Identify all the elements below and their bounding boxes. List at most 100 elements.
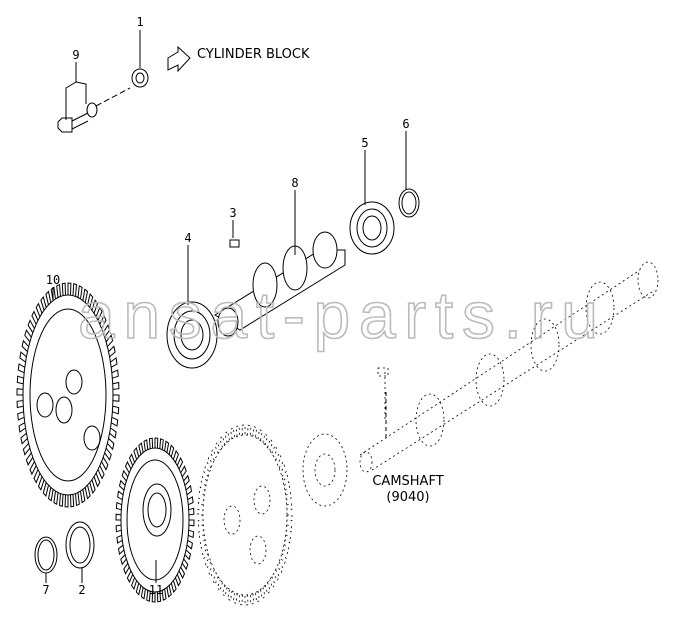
gear-tooth <box>109 427 117 439</box>
gear-tooth <box>174 574 182 587</box>
gear-tooth <box>156 591 162 603</box>
gear-tooth <box>91 299 99 314</box>
snap-ring-6 <box>398 188 420 218</box>
callout-6: 6 <box>402 117 409 131</box>
gear-tooth <box>124 460 132 474</box>
gear-tooth <box>277 561 284 574</box>
bearing-5 <box>349 201 395 255</box>
gear-tooth <box>219 435 226 448</box>
gear-tooth <box>262 432 269 446</box>
gear-tooth <box>53 491 59 506</box>
gear-tooth <box>64 494 69 508</box>
callout-2: 2 <box>78 583 85 597</box>
gear-tooth <box>214 441 221 454</box>
leader-lines <box>45 30 407 583</box>
gear-tooth <box>115 501 122 511</box>
gear-tooth <box>116 534 123 544</box>
gear-tooth <box>159 438 164 450</box>
gear-tooth <box>35 302 43 317</box>
thrust-plate-2 <box>65 521 95 569</box>
gear-tooth <box>257 428 263 441</box>
gear-tooth <box>115 524 122 533</box>
gear-tooth <box>286 503 293 511</box>
bolt-9 <box>57 87 131 133</box>
gear-tooth <box>120 554 127 566</box>
gear-tooth <box>67 282 72 296</box>
gear-tooth <box>148 437 154 449</box>
gear-tooth <box>16 388 24 396</box>
gear-tooth <box>97 465 105 480</box>
gear-tooth <box>273 569 280 582</box>
gear-tooth <box>170 580 177 594</box>
gear-tooth <box>275 452 282 465</box>
gear-tooth <box>110 416 119 427</box>
gear-tooth <box>212 573 219 586</box>
gear-tooth <box>188 519 195 527</box>
camshaft-ghost <box>302 261 659 507</box>
gear-tooth <box>168 444 175 457</box>
gear-tooth <box>20 432 28 445</box>
gear-tooth <box>123 562 130 575</box>
gear-tooth <box>42 482 49 497</box>
gear-tooth <box>45 290 52 306</box>
gear-tooth <box>104 447 112 461</box>
gear-tooth <box>255 591 260 603</box>
ghost-gear <box>197 424 293 606</box>
gear-tooth <box>105 334 114 347</box>
gear-tooth <box>260 587 266 600</box>
gear-tooth <box>161 589 167 601</box>
gear-tooth <box>140 587 146 600</box>
callout-9: 9 <box>72 48 79 62</box>
gear-tooth <box>117 544 125 556</box>
gear-tooth <box>128 453 136 466</box>
gear-tooth <box>235 425 241 437</box>
gear-tooth <box>286 514 293 522</box>
gear-tooth <box>252 426 258 438</box>
gear-tooth <box>151 591 156 603</box>
gear-tooth <box>264 582 271 595</box>
gear-tooth <box>210 448 217 461</box>
gear-tooth <box>117 490 124 501</box>
gear-tooth <box>17 363 26 374</box>
gear-tooth <box>199 486 206 496</box>
gear-tooth <box>143 439 149 451</box>
gear-tooth <box>188 529 195 539</box>
gear-tooth <box>111 369 119 379</box>
gear-tooth <box>180 465 187 478</box>
gear-tooth <box>249 593 255 605</box>
gear-tooth <box>56 283 61 298</box>
gear-tooth <box>146 590 151 602</box>
gear-tooth <box>31 310 39 325</box>
gear-tooth <box>84 484 91 500</box>
gear-tooth <box>208 565 215 578</box>
gear-tooth <box>230 427 235 439</box>
gear-tooth <box>267 438 274 451</box>
gear-tooth <box>16 375 24 385</box>
gear-tooth <box>181 558 189 571</box>
gear-tooth <box>178 566 186 580</box>
gear-tooth <box>133 446 140 460</box>
gear-tooth <box>87 293 94 308</box>
gear-tooth <box>172 449 179 463</box>
gear-tooth <box>135 583 142 596</box>
camshaft-code-label: (9040) <box>386 490 429 505</box>
gear-tooth <box>33 469 41 484</box>
gear-tooth <box>271 444 278 457</box>
gear-tooth <box>164 440 170 453</box>
gear-tooth <box>183 474 190 486</box>
gear-tooth <box>138 442 144 455</box>
gear-tooth <box>232 592 238 604</box>
callout-11: 11 <box>149 583 163 597</box>
callout-10: 10 <box>46 273 60 287</box>
gear-tooth <box>278 461 286 473</box>
callout-1: 1 <box>136 15 143 29</box>
gear-tooth <box>187 496 194 506</box>
gear-tooth <box>118 479 126 491</box>
gear-tooth <box>75 492 80 507</box>
gear-tooth <box>184 549 192 561</box>
gear-tooth <box>25 452 34 466</box>
gear-tooth <box>27 319 35 333</box>
camshaft-label: CAMSHAFT <box>372 474 443 489</box>
gear-tooth <box>112 394 120 402</box>
